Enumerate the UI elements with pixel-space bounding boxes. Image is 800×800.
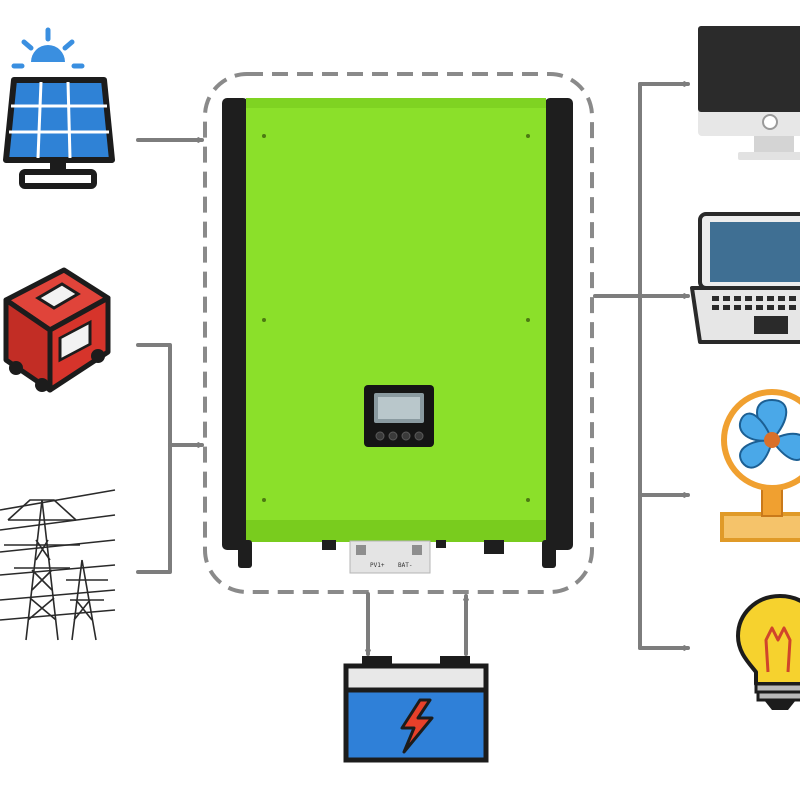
battery-icon — [343, 656, 489, 763]
panel-button — [414, 431, 424, 441]
inverter-display-panel — [364, 385, 434, 447]
connectors — [136, 84, 690, 656]
screw-icon — [526, 498, 530, 502]
port-label-left: PV1+ — [370, 562, 385, 569]
port-label-right: BAT- — [398, 562, 412, 569]
solar-panel-icon — [3, 27, 115, 189]
inverter-bottom-shade — [246, 520, 546, 542]
light-bulb-icon — [736, 594, 800, 710]
screw-icon — [526, 318, 530, 322]
generator-line — [136, 343, 172, 574]
cable-gland — [484, 540, 504, 554]
inverter-top-shade — [246, 98, 546, 108]
power-grid-icon — [0, 489, 116, 641]
panel-button — [388, 431, 398, 441]
inverter-left-rail — [222, 98, 248, 550]
fan-icon — [720, 389, 800, 542]
panel-button — [401, 431, 411, 441]
generator-icon — [3, 267, 111, 393]
inverter-right-foot — [542, 540, 556, 568]
inverter-unit: PV1+ BAT- — [203, 72, 594, 594]
inverter-dashed-border — [203, 72, 594, 594]
cable-gland — [436, 540, 446, 548]
screw-icon — [262, 498, 266, 502]
cable-gland — [322, 540, 336, 550]
panel-button — [375, 431, 385, 441]
screw-icon — [262, 318, 266, 322]
inverter-right-rail — [545, 98, 573, 550]
laptop-icon — [690, 212, 800, 344]
screw-icon — [526, 134, 530, 138]
inverter-body — [246, 98, 546, 542]
inverter-left-foot — [238, 540, 252, 568]
desktop-monitor-icon — [698, 26, 800, 160]
screw-icon — [262, 134, 266, 138]
